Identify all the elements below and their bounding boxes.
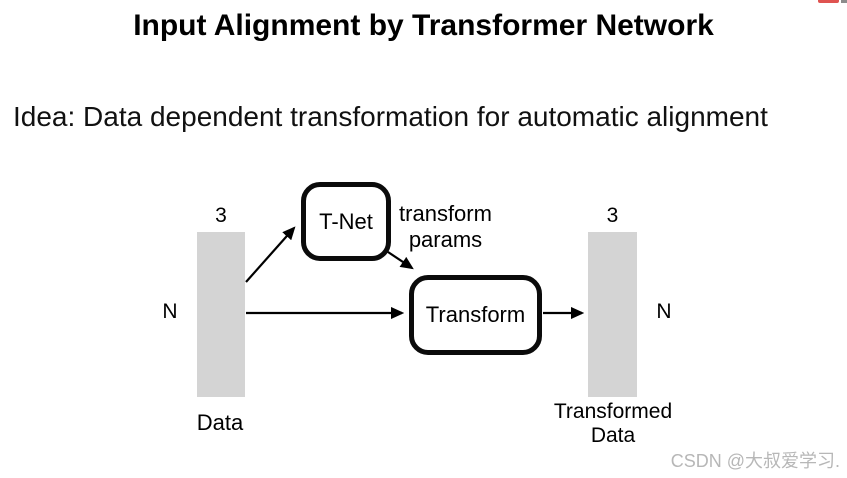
arrow-tnet-to-transform [387,251,414,270]
logo-gray-fragment-icon [841,0,847,3]
input-caption: Data [196,410,244,435]
transform-params-line2: params [408,227,483,252]
slide-subtitle: Idea: Data dependent transformation for … [13,101,768,132]
output-data-block [588,232,637,397]
output-height-label: N [656,300,672,323]
input-data-block [197,232,245,397]
input-width-label: 3 [215,204,227,227]
output-caption: Transformed Data [554,400,672,448]
output-caption-line1: Transformed [553,400,673,423]
transform-label: Transform [425,302,526,327]
tnet-box: T-Net [301,182,391,261]
output-caption-line2: Data [590,424,636,447]
input-height-label: N [162,300,178,323]
arrow-data-to-tnet [245,226,296,283]
transform-params-label: transform params [398,201,493,253]
transform-params-line1: transform [399,201,492,226]
output-width-label: 3 [606,204,619,227]
watermark: CSDN @大叔爱学习. [670,451,840,471]
slide-title: Input Alignment by Transformer Network [133,9,714,42]
transform-box: Transform [409,275,542,355]
tnet-label: T-Net [319,208,373,234]
logo-red-fragment-icon [818,0,839,3]
